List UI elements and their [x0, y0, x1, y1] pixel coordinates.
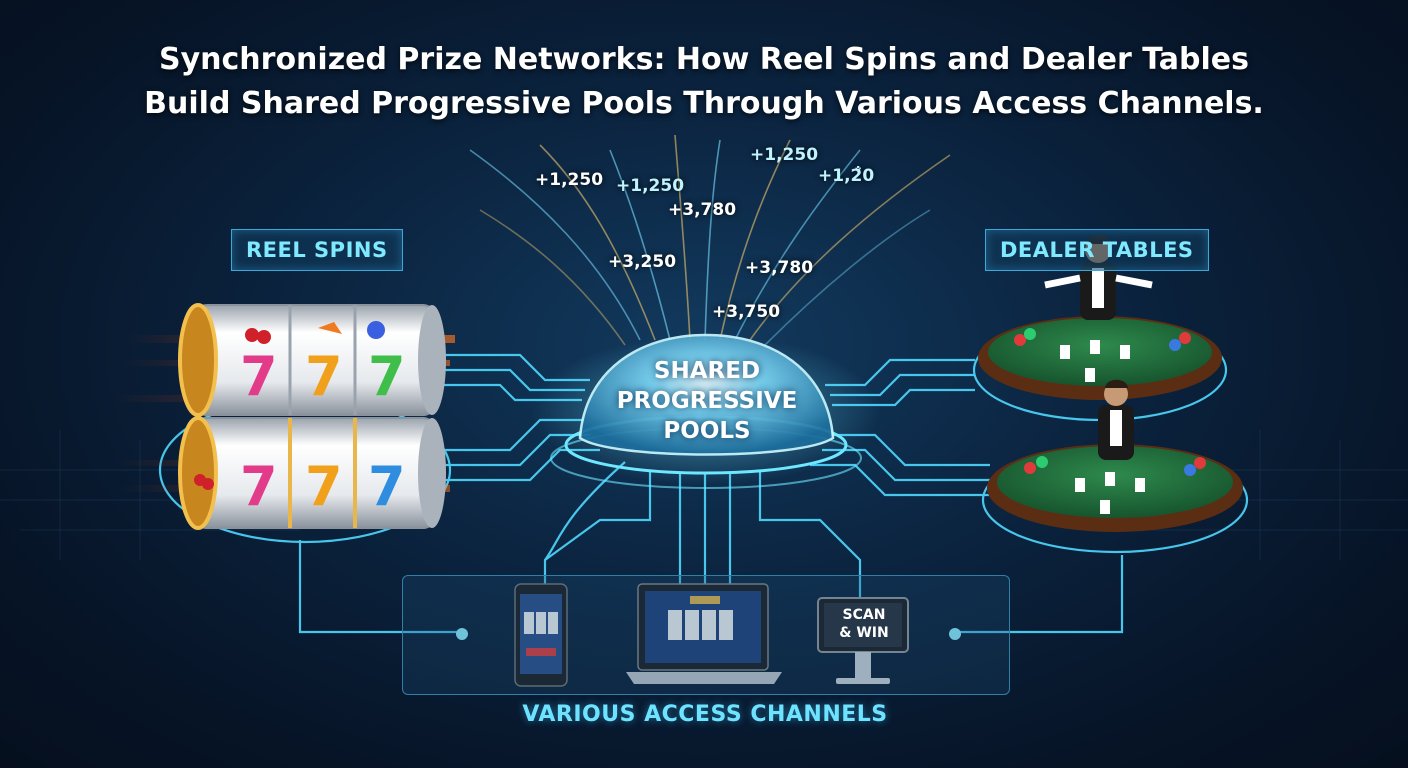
access-channels-panel — [402, 575, 1010, 695]
kiosk-icon — [817, 597, 909, 684]
node-left — [456, 628, 468, 640]
hub-line-2: PROGRESSIVE — [616, 388, 798, 414]
svg-text:7: 7 — [240, 345, 278, 408]
access-channels-label: VARIOUS ACCESS CHANNELS — [522, 702, 888, 727]
svg-text:7: 7 — [368, 455, 406, 518]
dealer-tables-label: DEALER TABLES — [985, 229, 1209, 271]
channel-connectors — [543, 461, 862, 600]
slot-reel-icon: 7 7 7 7 7 7 — [110, 303, 455, 530]
contribution-label: +3,250 — [608, 252, 677, 272]
hub-line-3: POOLS — [663, 418, 751, 444]
energy-streams — [469, 134, 951, 346]
dealer-table-icon-2 — [987, 379, 1243, 532]
title-line-2: Build Shared Progressive Pools Through V… — [144, 86, 1264, 121]
hub-line-1: SHARED — [653, 358, 761, 384]
contribution-label: +3,780 — [668, 200, 737, 220]
kiosk-line-1: SCAN — [842, 607, 886, 623]
kiosk-line-2: & WIN — [839, 625, 889, 641]
contribution-label: +1,250 — [535, 170, 604, 190]
contribution-label: +1,250 — [750, 145, 819, 165]
svg-text:7: 7 — [305, 345, 343, 408]
svg-text:7: 7 — [368, 345, 406, 408]
hub-dome-icon — [531, 333, 881, 489]
kiosk-screen-text: SCAN & WIN — [824, 606, 904, 642]
node-right — [949, 628, 961, 640]
contribution-label: +1,2̐0 — [818, 166, 875, 186]
contribution-label: +3,780 — [745, 258, 814, 278]
title-line-1: Synchronized Prize Networks: How Reel Sp… — [158, 42, 1250, 77]
reel-spins-label: REEL SPINS — [231, 229, 403, 271]
contribution-label: +3,750 — [712, 302, 781, 322]
hub-label: SHARED PROGRESSIVE POOLS — [582, 356, 832, 446]
smartphone-icon — [514, 583, 568, 687]
page-title: Synchronized Prize Networks: How Reel Sp… — [0, 38, 1408, 126]
svg-text:7: 7 — [240, 455, 278, 518]
laptop-icon — [626, 583, 782, 684]
contribution-label: +1,250 — [616, 176, 685, 196]
svg-text:7: 7 — [305, 455, 343, 518]
